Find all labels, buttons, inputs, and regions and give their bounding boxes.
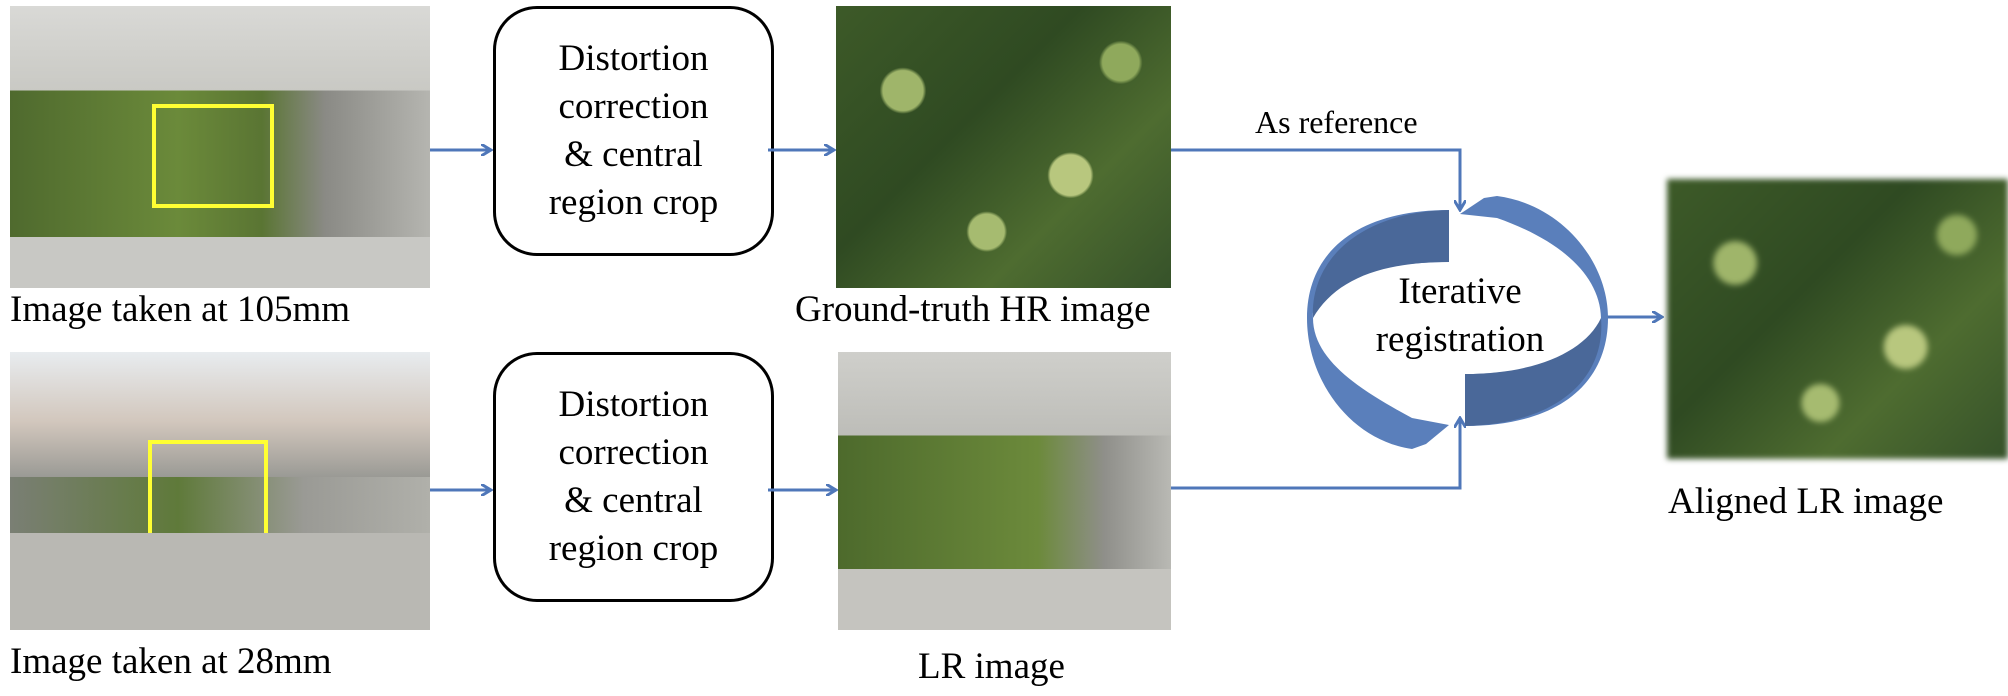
lr-image bbox=[838, 352, 1171, 630]
box-line: region crop bbox=[548, 182, 719, 223]
box-line: region crop bbox=[548, 528, 719, 569]
photo-105mm bbox=[10, 6, 430, 288]
aligned-lr-image bbox=[1667, 179, 2008, 459]
caption-28mm: Image taken at 28mm bbox=[10, 641, 332, 682]
box-line: & central bbox=[564, 134, 703, 175]
label-line: registration bbox=[1375, 319, 1545, 360]
distortion-correction-box-top: Distortion correction & central region c… bbox=[493, 6, 774, 256]
box-line: correction bbox=[558, 432, 709, 473]
as-reference-label: As reference bbox=[1255, 104, 1418, 140]
box-line: correction bbox=[558, 86, 709, 127]
caption-105mm: Image taken at 105mm bbox=[10, 289, 351, 330]
ground-truth-hr-image bbox=[836, 6, 1171, 288]
iterative-registration-label: Iterative registration bbox=[1340, 268, 1580, 364]
caption-aligned-lr: Aligned LR image bbox=[1668, 481, 1944, 522]
caption-lr: LR image bbox=[918, 646, 1065, 687]
box-line: Distortion bbox=[558, 38, 709, 79]
cycle-arrows-icon bbox=[1307, 196, 1608, 449]
lr-input-arrow bbox=[1171, 418, 1460, 490]
reference-arrow bbox=[1171, 148, 1460, 210]
caption-ground-truth: Ground-truth HR image bbox=[795, 289, 1151, 330]
photo-28mm bbox=[10, 352, 430, 630]
crop-region-marker bbox=[152, 104, 274, 208]
label-line: Iterative bbox=[1398, 271, 1522, 312]
box-line: Distortion bbox=[558, 384, 709, 425]
distortion-correction-box-bottom: Distortion correction & central region c… bbox=[493, 352, 774, 602]
box-line: & central bbox=[564, 480, 703, 521]
